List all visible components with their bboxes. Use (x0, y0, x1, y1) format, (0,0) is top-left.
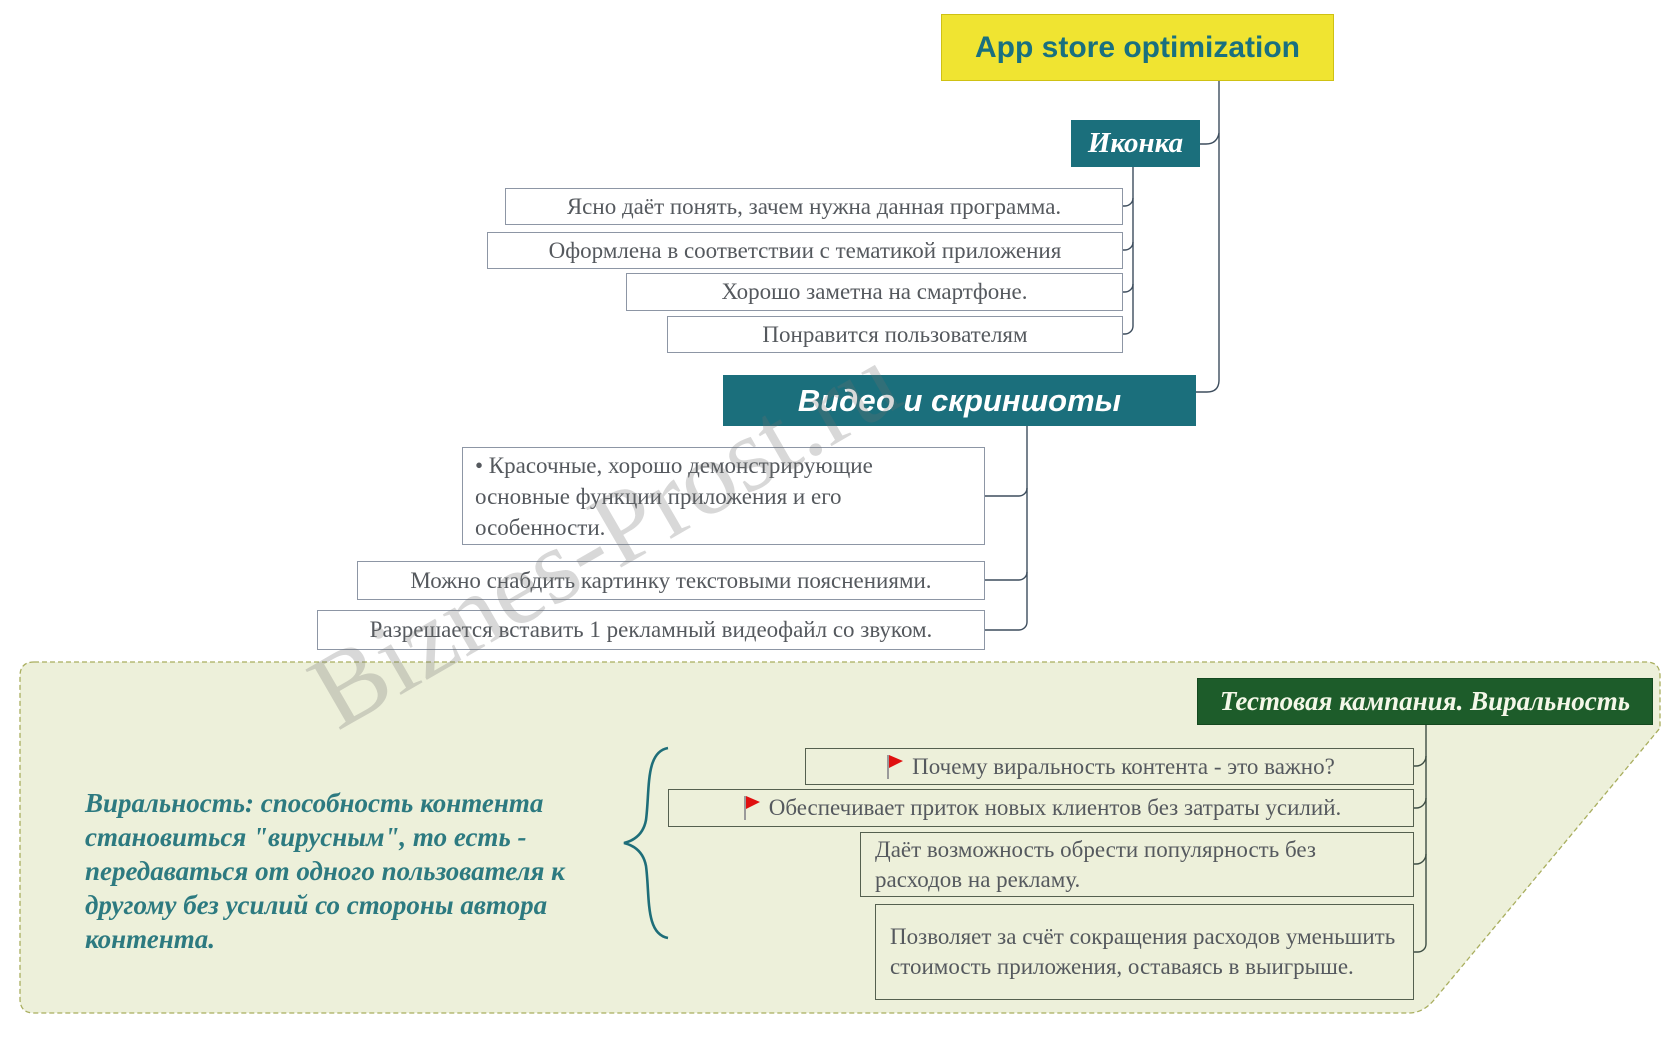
icon-item-1-text: Ясно даёт понять, зачем нужна данная про… (566, 193, 1062, 219)
viral-item-3: Даёт возможность обрести популярность бе… (860, 832, 1414, 897)
viral-item-4-text: Позволяет за счёт сокращения расходов ум… (890, 924, 1396, 979)
branch-icon-label: Иконка (1087, 127, 1184, 159)
viral-item-2-text: Обеспечивает приток новых клиентов без з… (768, 795, 1342, 820)
viral-definition: Виральность: способность контента станов… (85, 788, 565, 954)
video-item-2: Можно снабдить картинку текстовыми поясн… (357, 561, 985, 600)
video-item-1: • Красочные, хорошо демонстрирующие осно… (462, 447, 985, 545)
viral-item-2: Обеспечивает приток новых клиентов без з… (668, 789, 1414, 827)
viral-item-1: Почему виральность контента - это важно? (805, 748, 1414, 785)
icon-item-1: Ясно даёт понять, зачем нужна данная про… (505, 188, 1123, 225)
branch-video-label: Видео и скриншоты (797, 382, 1122, 418)
icon-item-3-text: Хорошо заметна на смартфоне. (721, 279, 1028, 304)
branch-icon-node: Иконка (1071, 120, 1200, 167)
icon-item-2: Оформлена в соответствии с тематикой при… (487, 232, 1123, 269)
viral-header-label: Тестовая кампания. Виральность (1219, 686, 1631, 716)
icon-item-4: Понравится пользователям (667, 316, 1123, 353)
branch-video-node: Видео и скриншоты (723, 375, 1196, 426)
viral-item-3-text: Даёт возможность обрести популярность бе… (875, 836, 1316, 892)
video-item-1-text: • Красочные, хорошо демонстрирующие осно… (475, 452, 873, 540)
root-node: App store optimization (941, 14, 1334, 81)
brace-shape (623, 746, 669, 940)
video-item-3-text: Разрешается вставить 1 рекламный видеофа… (369, 617, 933, 642)
icon-item-3: Хорошо заметна на смартфоне. (626, 273, 1123, 311)
root-label: App store optimization (975, 30, 1300, 64)
icon-item-4-text: Понравится пользователям (762, 321, 1028, 347)
viral-header-node: Тестовая кампания. Виральность (1197, 678, 1653, 725)
video-item-2-text: Можно снабдить картинку текстовыми поясн… (410, 567, 932, 593)
viral-item-1-text: Почему виральность контента - это важно? (912, 753, 1335, 779)
video-item-3: Разрешается вставить 1 рекламный видеофа… (317, 610, 985, 650)
viral-item-4: Позволяет за счёт сокращения расходов ум… (875, 904, 1414, 1000)
red-flag-icon (887, 754, 904, 779)
icon-item-2-text: Оформлена в соответствии с тематикой при… (548, 237, 1062, 263)
red-flag-icon (743, 796, 760, 820)
